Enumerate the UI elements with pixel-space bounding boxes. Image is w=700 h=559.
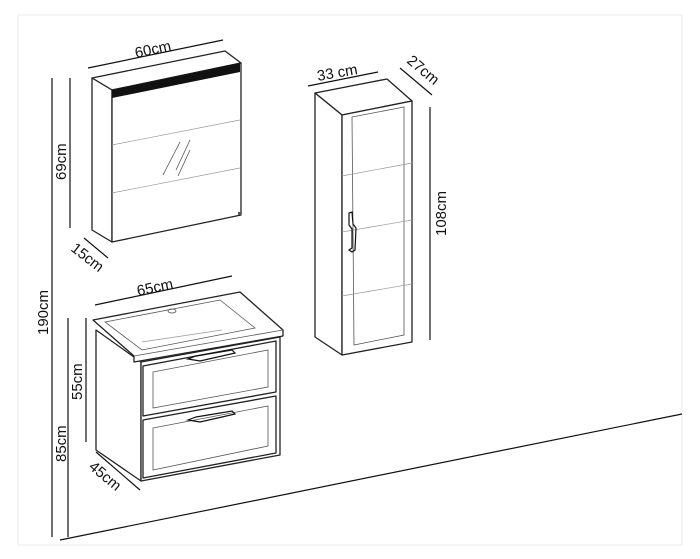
tall-depth-label: 27cm [403, 52, 442, 89]
frame [17, 14, 683, 546]
mirror-depth-label: 15cm [68, 240, 107, 276]
vanity-mount-height-label: 85cm [53, 425, 70, 462]
tall-cabinet [314, 78, 413, 356]
vanity-height-label: 55cm [69, 363, 86, 400]
tall-width-label: 33 cm [316, 61, 359, 85]
mirror-width-label: 60cm [133, 38, 172, 62]
led-light-strip [112, 63, 240, 98]
floor-line [59, 413, 683, 541]
total-height-label: 190cm [35, 290, 52, 335]
mirror-height-label: 69cm [53, 143, 70, 180]
drawer-handle [185, 410, 237, 423]
vanity-unit [92, 291, 284, 482]
vanity-width-label: 65cm [135, 276, 174, 300]
drawer-handle [185, 349, 237, 362]
mirror-cabinet [91, 50, 242, 243]
tall-height-label: 108cm [433, 191, 450, 236]
door-handle [347, 211, 357, 253]
